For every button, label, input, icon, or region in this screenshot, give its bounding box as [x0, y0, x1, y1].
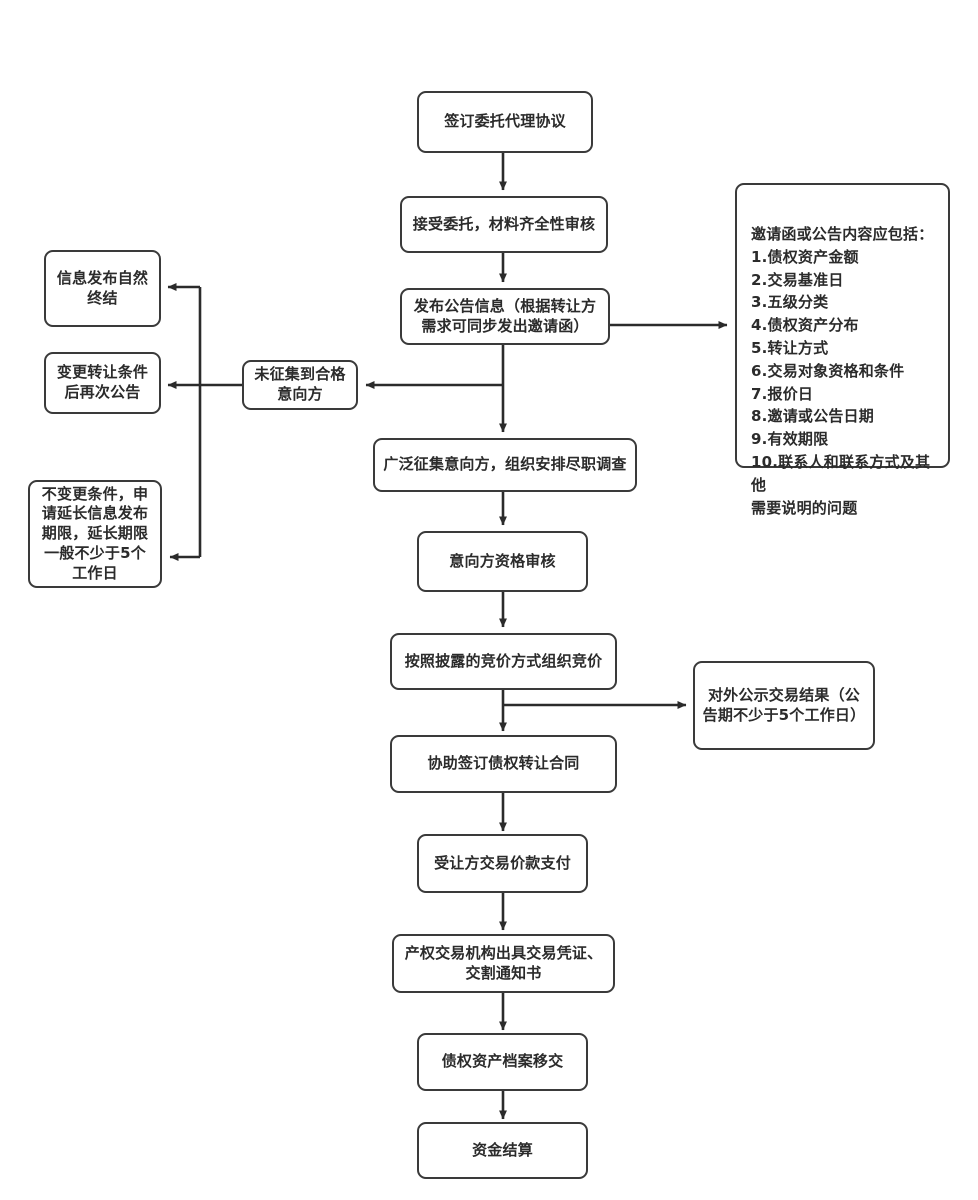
info-box-notice-contents: 邀请函或公告内容应包括： 1.债权资产金额 2.交易基准日 3.五级分类 4.债… — [735, 183, 950, 517]
info-box-text: 邀请函或公告内容应包括： 1.债权资产金额 2.交易基准日 3.五级分类 4.债… — [751, 225, 934, 517]
node-collect-intent[interactable]: 广泛征集意向方，组织安排尽职调查 — [373, 438, 637, 492]
node-accept-entrust-label: 接受委托，材料齐全性审核 — [412, 214, 596, 233]
node-qualify-review-label: 意向方资格审核 — [449, 551, 556, 570]
node-fund-settlement[interactable]: 资金结算 — [417, 1122, 588, 1179]
node-no-qualified[interactable]: 未征集到合格 意向方 — [242, 360, 358, 410]
node-extend-period[interactable]: 不变更条件，申 请延长信息发布 期限，延长期限 一般不少于5个 工作日 — [28, 480, 162, 588]
node-organize-bidding[interactable]: 按照披露的竞价方式组织竞价 — [390, 633, 617, 690]
node-extend-period-label: 不变更条件，申 请延长信息发布 期限，延长期限 一般不少于5个 工作日 — [41, 484, 149, 582]
node-change-terms-label: 变更转让条件 后再次公告 — [56, 363, 149, 401]
node-organize-bidding-label: 按照披露的竞价方式组织竞价 — [404, 651, 603, 670]
node-fund-settlement-label: 资金结算 — [472, 1140, 533, 1159]
node-assist-contract[interactable]: 协助签订债权转让合同 — [390, 735, 617, 793]
node-payment[interactable]: 受让方交易价款支付 — [417, 834, 588, 893]
node-qualify-review[interactable]: 意向方资格审核 — [417, 531, 588, 592]
node-assist-contract-label: 协助签订债权转让合同 — [427, 754, 580, 773]
node-publicize-result[interactable]: 对外公示交易结果（公 告期不少于5个工作日） — [693, 661, 875, 750]
node-collect-intent-label: 广泛征集意向方，组织安排尽职调查 — [383, 455, 627, 474]
node-publicize-result-label: 对外公示交易结果（公 告期不少于5个工作日） — [702, 685, 866, 724]
node-publish-notice[interactable]: 发布公告信息（根据转让方 需求可同步发出邀请函） — [400, 288, 610, 345]
node-accept-entrust[interactable]: 接受委托，材料齐全性审核 — [400, 196, 608, 253]
node-payment-label: 受让方交易价款支付 — [434, 853, 571, 872]
node-archive-transfer-label: 债权资产档案移交 — [441, 1052, 564, 1071]
node-change-terms[interactable]: 变更转让条件 后再次公告 — [44, 352, 161, 414]
node-natural-end[interactable]: 信息发布自然 终结 — [44, 250, 161, 327]
node-natural-end-label: 信息发布自然 终结 — [56, 268, 149, 307]
node-sign-agreement[interactable]: 签订委托代理协议 — [417, 91, 593, 153]
node-archive-transfer[interactable]: 债权资产档案移交 — [417, 1033, 588, 1091]
node-publish-notice-label: 发布公告信息（根据转让方 需求可同步发出邀请函） — [413, 296, 597, 335]
node-no-qualified-label: 未征集到合格 意向方 — [254, 365, 346, 403]
node-issue-certificate-label: 产权交易机构出具交易凭证、 交割通知书 — [404, 943, 603, 982]
node-issue-certificate[interactable]: 产权交易机构出具交易凭证、 交割通知书 — [392, 934, 615, 993]
node-sign-agreement-label: 签订委托代理协议 — [444, 112, 566, 131]
